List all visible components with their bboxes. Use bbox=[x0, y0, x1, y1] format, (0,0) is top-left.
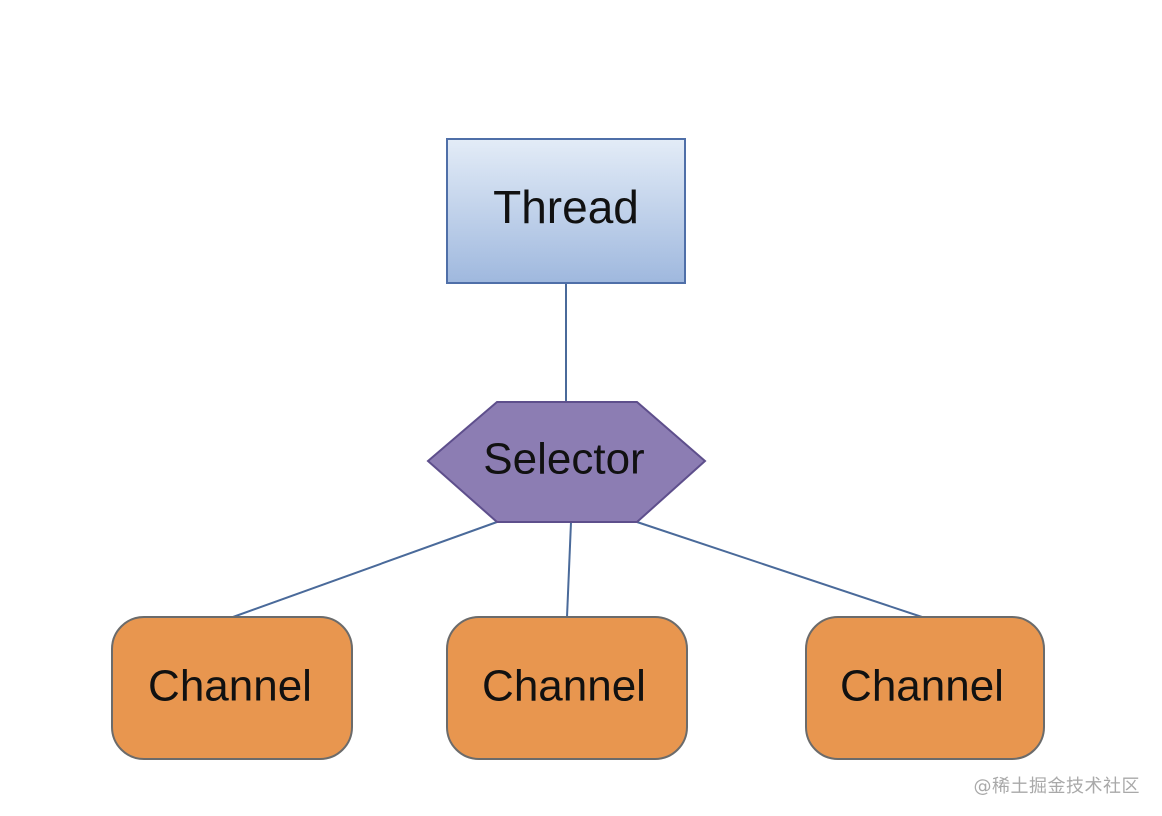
edge-selector-channel-2 bbox=[566, 521, 572, 618]
channel-label: Channel bbox=[148, 662, 312, 711]
selector-hexagon bbox=[426, 401, 707, 523]
selector-node: Selector bbox=[426, 401, 707, 523]
channel-node: Channel bbox=[111, 616, 353, 760]
channel-node: Channel bbox=[805, 616, 1045, 760]
channel-node: Channel bbox=[446, 616, 688, 760]
channel-label: Channel bbox=[840, 662, 1004, 711]
thread-node: Thread bbox=[446, 138, 686, 284]
channel-box bbox=[446, 616, 688, 760]
selector-label: Selector bbox=[483, 435, 644, 484]
edge-selector-channel-1 bbox=[232, 521, 498, 618]
channel-box bbox=[805, 616, 1045, 760]
thread-label: Thread bbox=[493, 181, 639, 233]
channel-box bbox=[111, 616, 353, 760]
thread-box bbox=[446, 138, 686, 284]
channel-label: Channel bbox=[482, 662, 646, 711]
watermark: @稀土掘金技术社区 bbox=[973, 776, 1140, 797]
edge-selector-channel-3 bbox=[636, 521, 923, 618]
